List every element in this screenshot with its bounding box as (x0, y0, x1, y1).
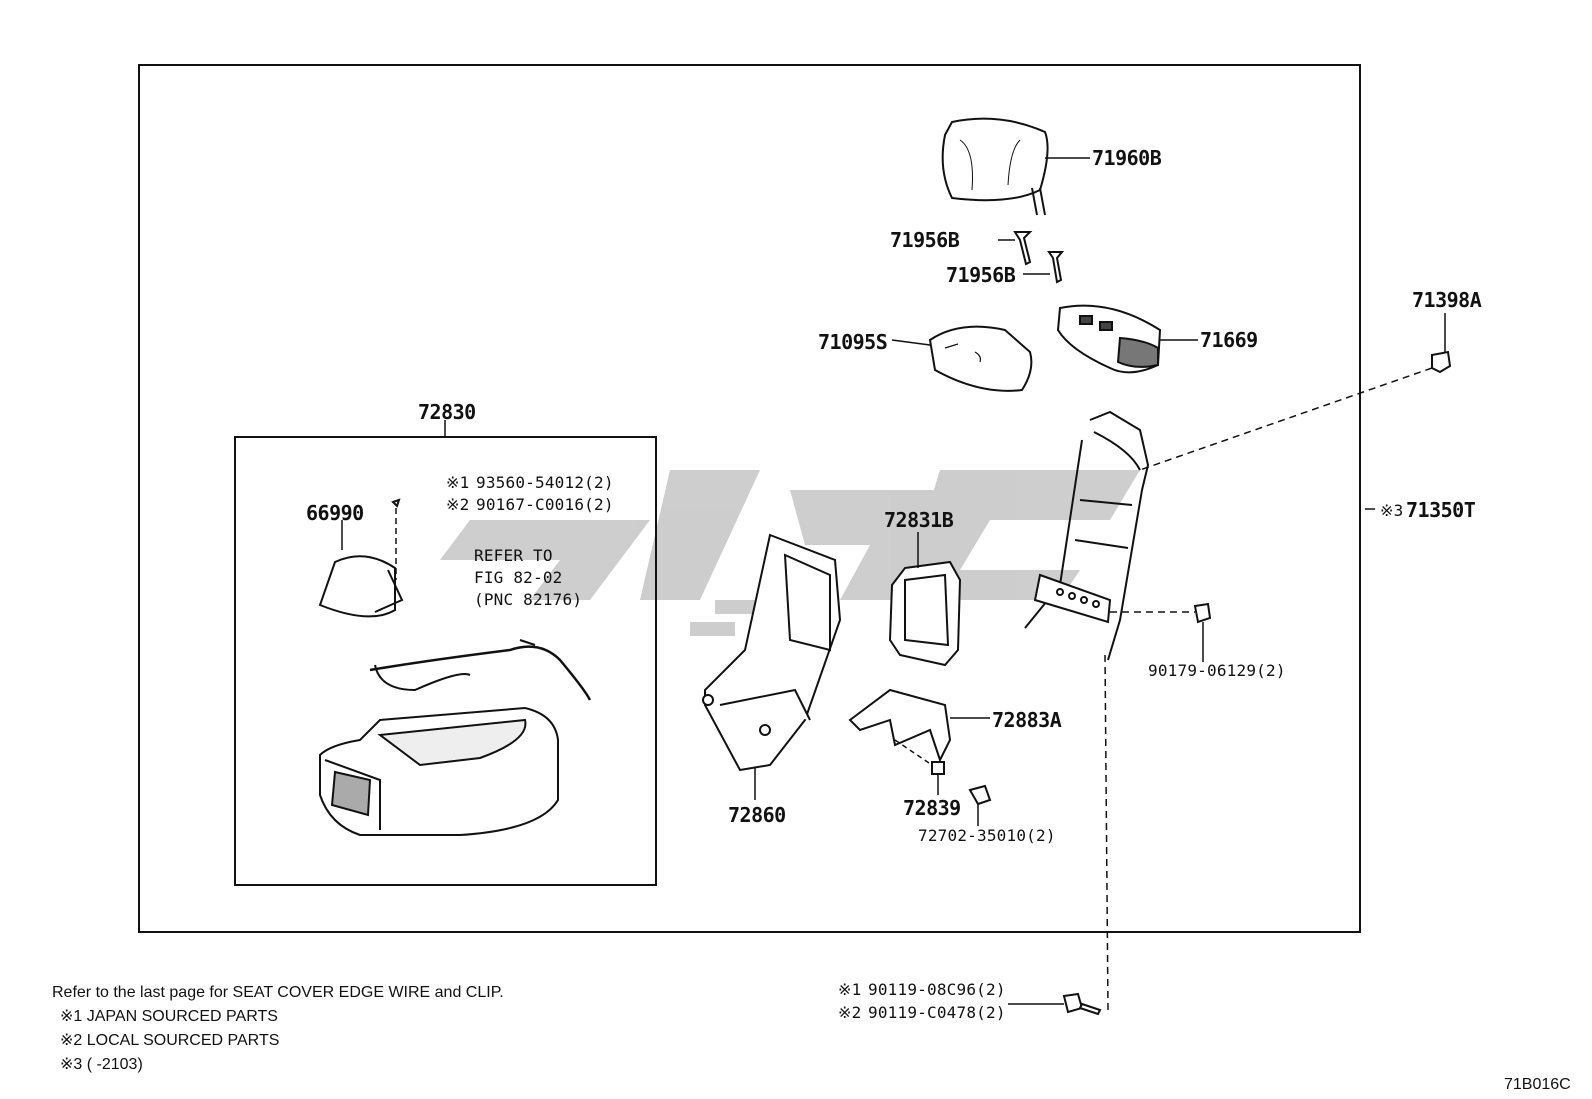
spacer-72839 (894, 739, 992, 826)
label-72883A: 72883A (992, 708, 1062, 732)
switch-71669 (1056, 304, 1198, 374)
bolt-part-2: 90119-C0478(2) (868, 1003, 1006, 1022)
inner-part-93560: 93560-54012(2) (476, 473, 614, 492)
label-90179: 90179-06129(2) (1148, 661, 1286, 680)
label-72702: 72702-35010(2) (918, 826, 1056, 845)
label-71350T-mark: ※3 (1380, 501, 1404, 520)
assembly-72830-parts (318, 498, 592, 836)
label-72839: 72839 (903, 796, 961, 820)
figure-code: 71B016C (1504, 1076, 1571, 1093)
refer-line-2: FIG 82-02 (474, 568, 563, 587)
label-66990: 66990 (306, 501, 364, 525)
note-line-2: ※1 JAPAN SOURCED PARTS (60, 1008, 278, 1025)
bolt-mark-2: ※2 (838, 1003, 862, 1022)
label-71956B-b: 71956B (946, 263, 1016, 287)
headrest-part (941, 117, 1090, 216)
bezel-72831B (888, 532, 962, 667)
clip-71398A (1139, 313, 1452, 471)
inner-mark-1: ※1 (446, 473, 470, 492)
label-71398A: 71398A (1412, 288, 1482, 312)
pin-parts (998, 231, 1065, 284)
note-line-4: ※3 ( -2103) (60, 1056, 143, 1073)
bolt-90119 (1008, 992, 1102, 1016)
refer-line-3: (PNC 82176) (474, 590, 583, 609)
watermark-logo (440, 470, 1140, 636)
bolt-mark-1: ※1 (838, 980, 862, 999)
label-72831B: 72831B (884, 508, 954, 532)
inner-mark-2: ※2 (446, 495, 470, 514)
label-71095S: 71095S (818, 330, 888, 354)
label-71960B: 71960B (1092, 146, 1162, 170)
label-71956B-a: 71956B (890, 228, 960, 252)
outer-frame (138, 64, 1361, 933)
label-71350T: 71350T (1406, 498, 1476, 522)
label-72860: 72860 (728, 803, 786, 827)
label-72830: 72830 (418, 400, 476, 424)
refer-line-1: REFER TO (474, 546, 553, 565)
seatback-frame-71350T (1024, 410, 1375, 1011)
cover-71095S (891, 325, 1033, 392)
bracket-72883A (848, 688, 990, 763)
armrest-frame-72860 (702, 533, 842, 800)
label-71669: 71669 (1200, 328, 1258, 352)
inner-part-90167: 90167-C0016(2) (476, 495, 614, 514)
note-line-1: Refer to the last page for SEAT COVER ED… (52, 984, 504, 1001)
note-line-3: ※2 LOCAL SOURCED PARTS (60, 1032, 280, 1049)
nut-90179 (1193, 602, 1212, 662)
bolt-part-1: 90119-08C96(2) (868, 980, 1006, 999)
